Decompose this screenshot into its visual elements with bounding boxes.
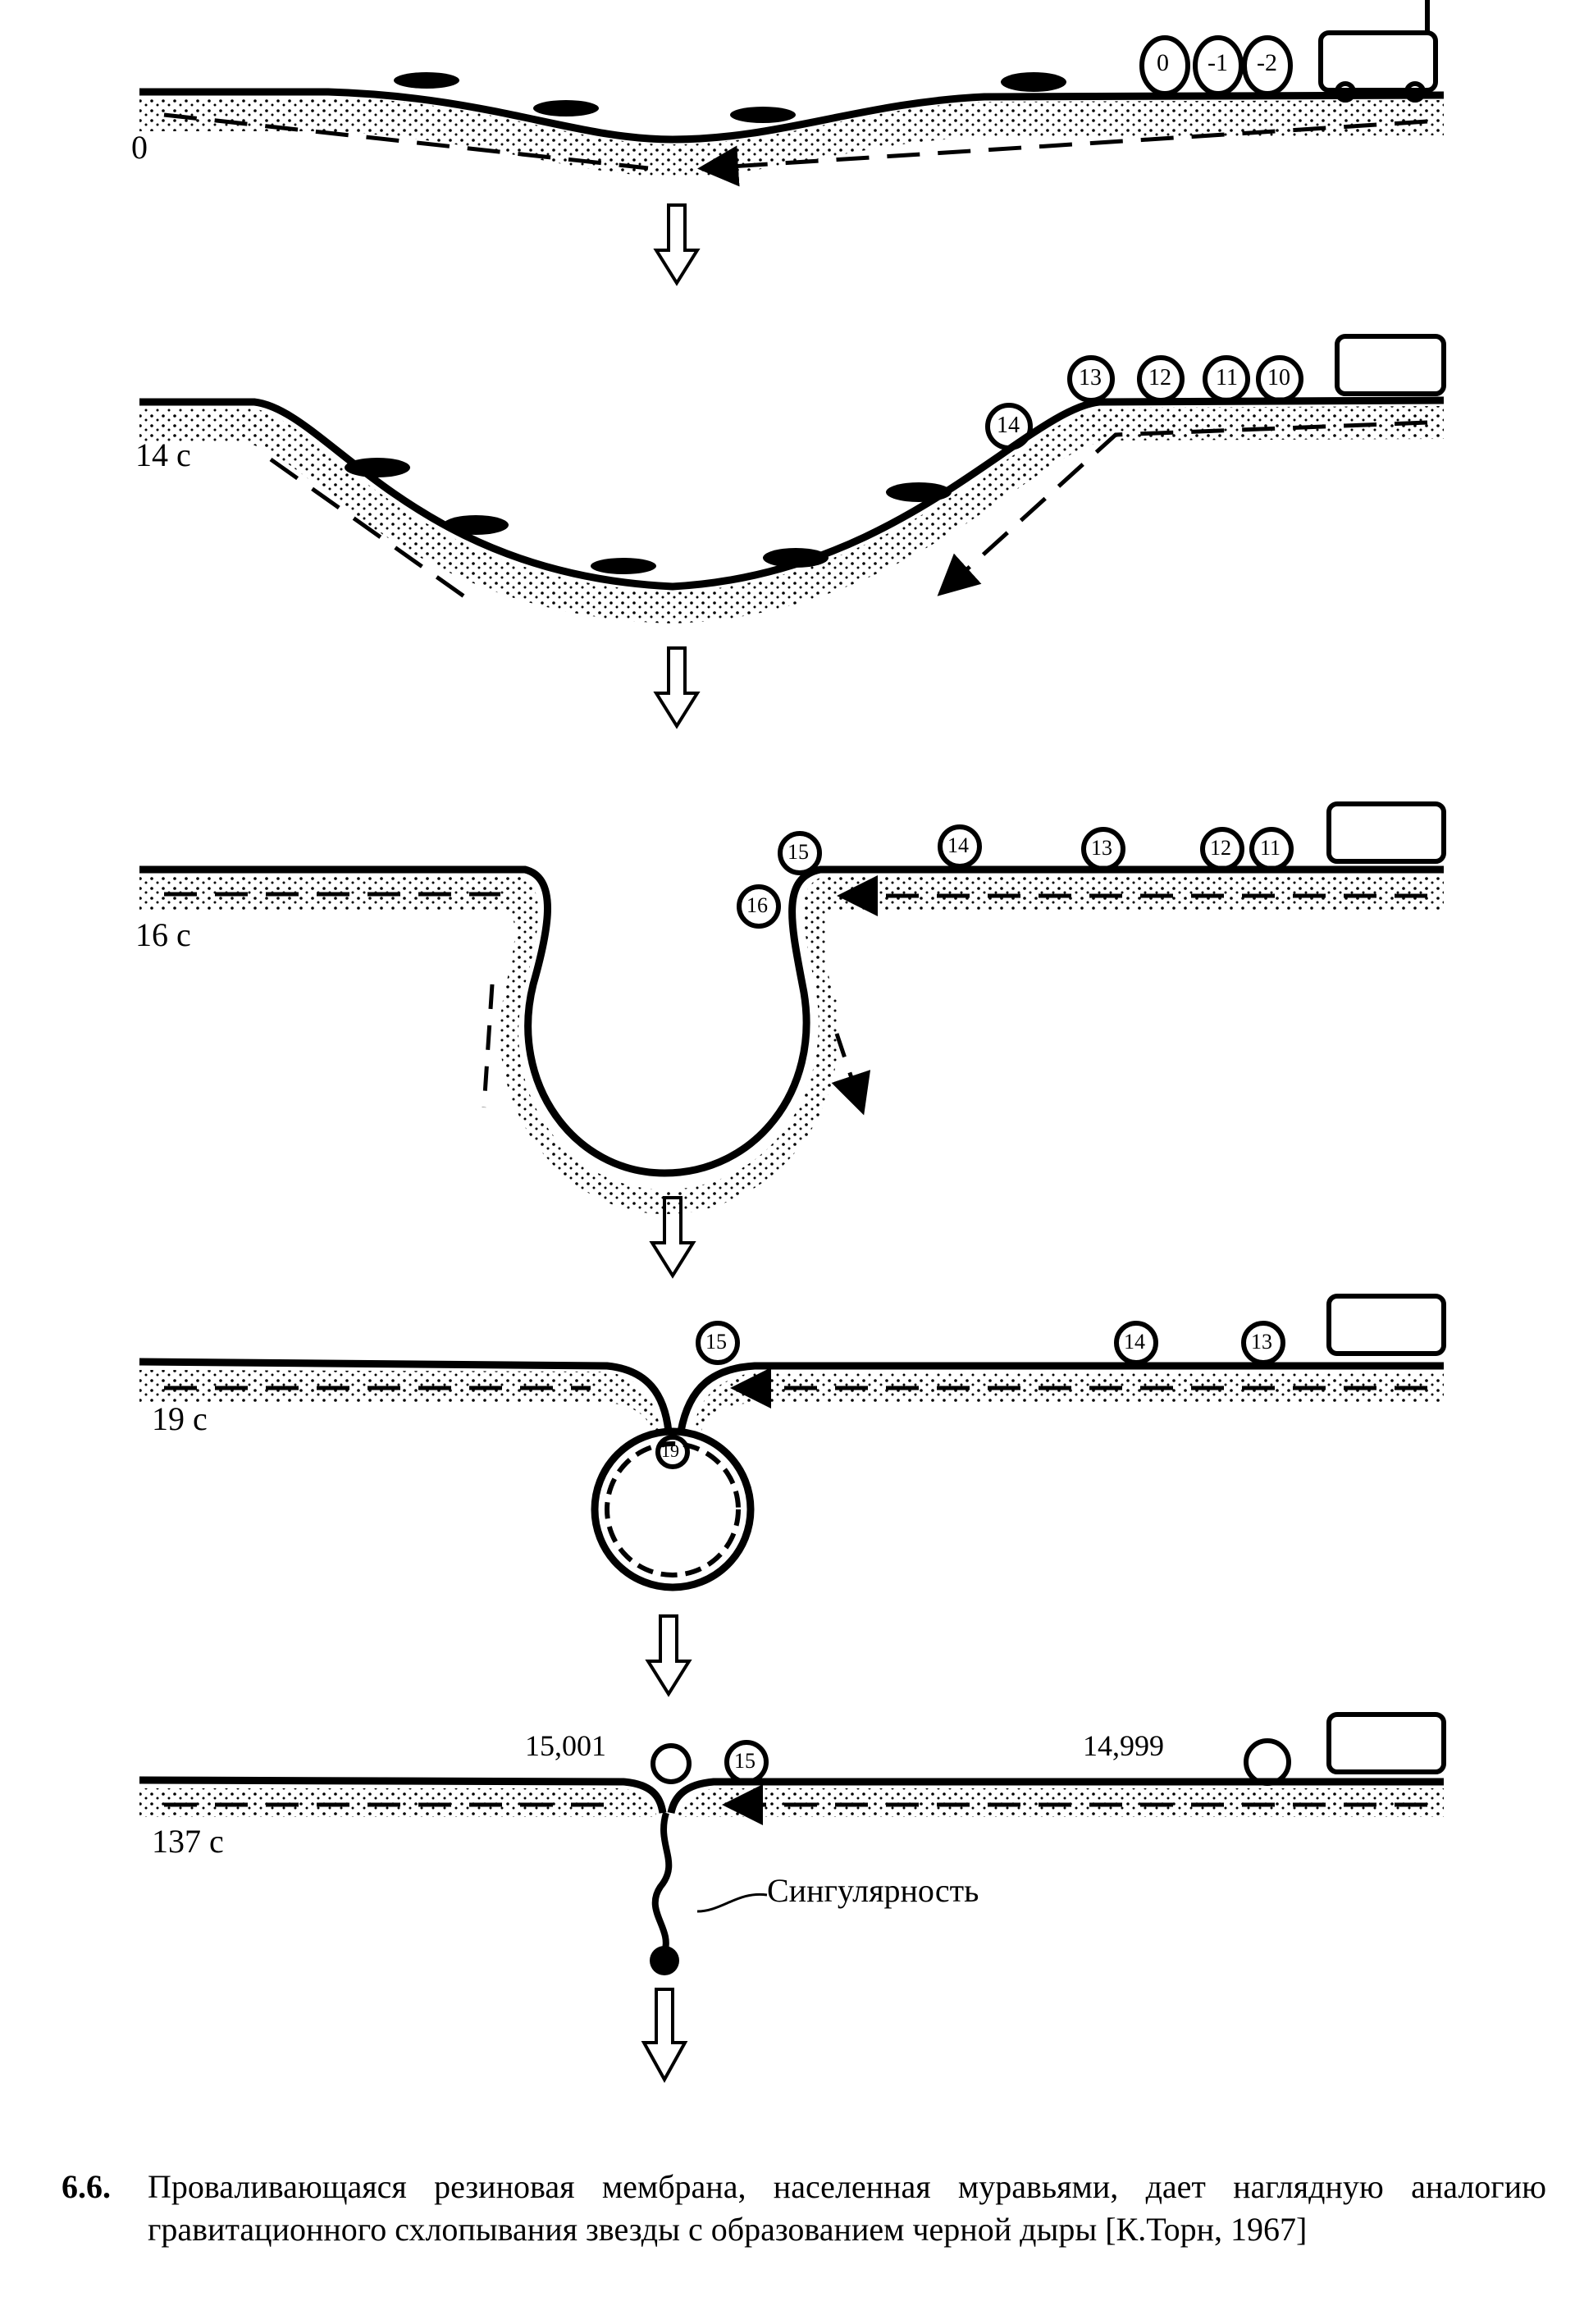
particle-label: 11 xyxy=(1216,365,1238,390)
particle-label: 16 xyxy=(746,893,768,917)
ants xyxy=(394,72,1066,123)
time-label: 16 с xyxy=(135,916,191,953)
particle-label: 15 xyxy=(734,1749,756,1773)
particles xyxy=(1139,35,1293,96)
down-arrow-icon xyxy=(649,1196,696,1279)
membrane xyxy=(139,865,1444,1177)
particle-label: 13 xyxy=(1251,1330,1272,1354)
down-arrow-icon xyxy=(653,646,701,729)
time-label: 0 xyxy=(131,129,148,166)
particle-label: 13 xyxy=(1079,365,1102,390)
particle-15001-label: 15,001 xyxy=(525,1729,606,1762)
panel-16s xyxy=(139,801,1446,1214)
singularity-label: Сингулярность xyxy=(767,1872,979,1909)
particle-label: -1 xyxy=(1208,49,1228,76)
particle-label: 13 xyxy=(1091,836,1112,860)
particle-label: -2 xyxy=(1257,49,1277,76)
cart-with-ant xyxy=(1318,0,1438,103)
singularity-dot xyxy=(650,1946,679,1975)
particle-label: 11 xyxy=(1260,836,1281,860)
panel-0 xyxy=(139,0,1445,176)
time-label: 14 с xyxy=(135,436,191,473)
panel-137s xyxy=(139,1712,1446,1975)
particle-label: 15 xyxy=(788,840,809,864)
time-label: 137 с xyxy=(152,1823,224,1860)
down-arrow-icon xyxy=(641,1988,688,2084)
time-label: 19 с xyxy=(152,1400,208,1437)
caption-text: Проваливающаяся резиновая мембрана, насе… xyxy=(148,2168,1546,2248)
particle-label: 10 xyxy=(1267,365,1290,390)
figure-caption: 6.6. Проваливающаяся резиновая мембрана,… xyxy=(62,2166,1546,2251)
particle-label: 14 xyxy=(947,833,969,857)
particle-label: 15 xyxy=(705,1330,727,1354)
singularity-tail xyxy=(651,1811,673,1954)
figure-number: 6.6. xyxy=(62,2168,111,2205)
particle-label: 12 xyxy=(1210,836,1231,860)
down-arrow-icon xyxy=(653,203,701,286)
particle-label: 14 xyxy=(1124,1330,1145,1354)
particle-14999-label: 14,999 xyxy=(1083,1729,1164,1762)
particle-label: 19 xyxy=(661,1441,679,1461)
panel-14s xyxy=(139,334,1446,623)
down-arrow-icon xyxy=(645,1614,692,1697)
membrane xyxy=(139,396,1445,591)
panel-19s xyxy=(139,1294,1446,1591)
particle-label: 14 xyxy=(997,413,1020,438)
particle-label: 0 xyxy=(1157,49,1169,76)
particle-label: 12 xyxy=(1148,365,1171,390)
